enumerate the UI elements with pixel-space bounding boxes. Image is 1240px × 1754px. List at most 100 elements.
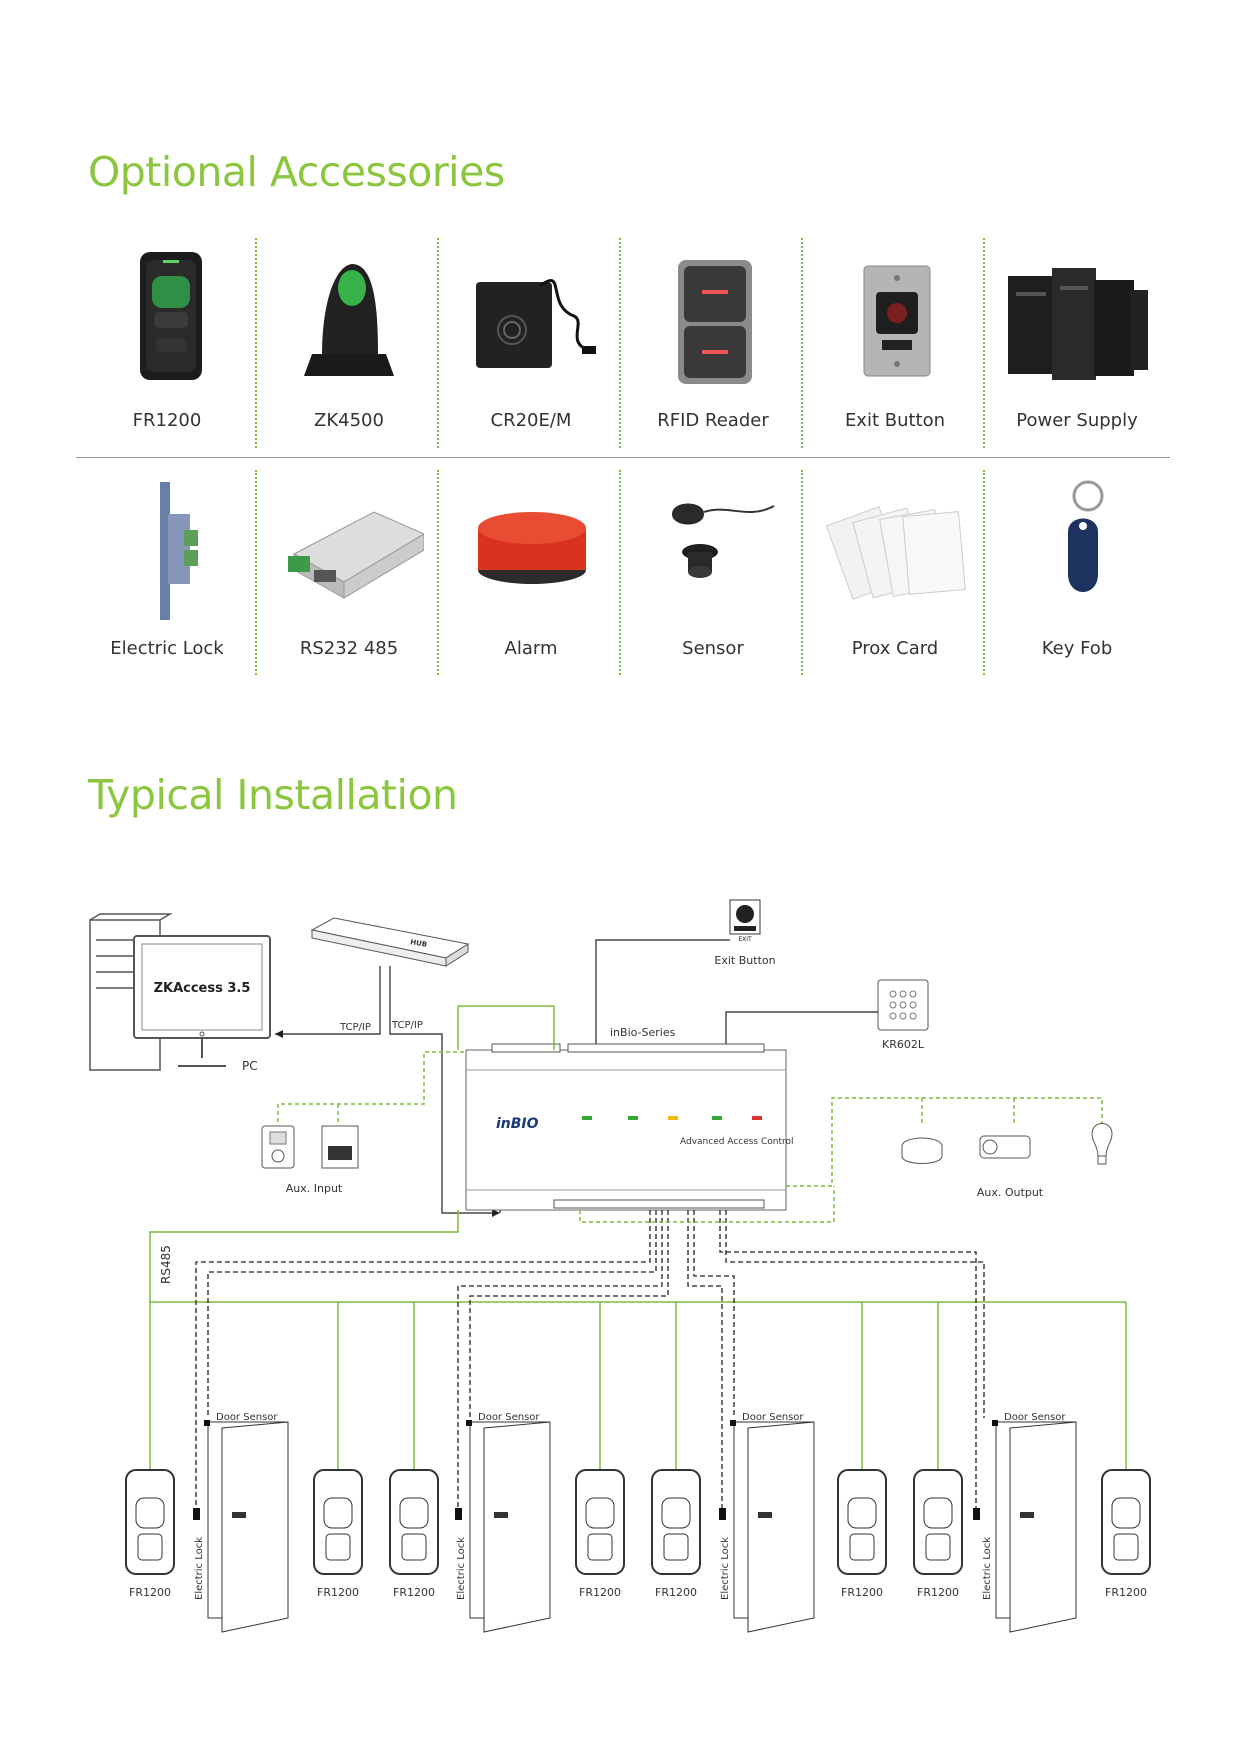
fingerprint-reader-diagram-icon <box>575 1469 625 1575</box>
door-sensor-label: Door Sensor <box>742 1412 804 1423</box>
pc-label: PC <box>242 1059 258 1073</box>
accessory-label: CR20E/M <box>490 410 572 431</box>
reader-label: FR1200 <box>917 1586 959 1599</box>
column-divider <box>801 238 803 448</box>
rs485-label: RS485 <box>159 1245 173 1284</box>
exit-button-label: Exit Button <box>714 954 775 967</box>
column-divider <box>437 238 439 448</box>
reader-label: FR1200 <box>841 1586 883 1599</box>
key-fob-icon <box>1068 480 1104 592</box>
accessory-item: CR20E/M <box>440 238 622 448</box>
accessory-item: Alarm <box>440 466 622 676</box>
rfid-reader-icon <box>678 260 752 384</box>
reader-label: FR1200 <box>317 1586 359 1599</box>
accessory-item: Power Supply <box>986 238 1168 448</box>
accessory-item: Electric Lock <box>76 466 258 676</box>
access-controller-icon <box>465 1043 787 1211</box>
installation-diagram: ZKAccess 3.5 PC HUB TCP/IP TCP/IP EXIT E… <box>89 899 1151 1633</box>
accessory-label: RFID Reader <box>657 410 769 431</box>
accessory-item: ZK4500 <box>258 238 440 448</box>
reader-label: FR1200 <box>655 1586 697 1599</box>
controller-series-label: inBio-Series <box>610 1026 676 1039</box>
accessory-label: ZK4500 <box>314 410 384 431</box>
exit-button-icon <box>863 265 931 377</box>
electric-lock-label: Electric Lock <box>982 1537 993 1600</box>
reader-label: FR1200 <box>393 1586 435 1599</box>
controller-logo: inBIO <box>496 1116 539 1132</box>
accessory-label: Electric Lock <box>110 638 224 659</box>
accessory-label: Alarm <box>504 638 558 659</box>
accessory-label: Prox Card <box>851 638 939 659</box>
door-sensor-label: Door Sensor <box>1004 1412 1066 1423</box>
door-sensor-label: Door Sensor <box>216 1412 278 1423</box>
fingerprint-reader-diagram-icon <box>651 1469 701 1575</box>
fingerprint-reader-diagram-icon <box>837 1469 887 1575</box>
accessory-item: Sensor <box>622 466 804 676</box>
usb-fingerprint-scanner-icon <box>304 264 394 376</box>
switch-brand-label: HUB <box>410 938 428 949</box>
network-switch-icon: HUB <box>310 917 470 967</box>
accessory-label: RS232 485 <box>299 638 399 659</box>
row-divider <box>76 457 1170 458</box>
keypad-label: KR602L <box>882 1038 925 1051</box>
alarm-icon <box>478 512 586 584</box>
fingerprint-reader-diagram-icon <box>125 1469 175 1575</box>
electric-lock-label: Electric Lock <box>720 1537 731 1600</box>
aux-output-label: Aux. Output <box>977 1186 1044 1199</box>
fingerprint-reader-diagram-icon <box>313 1469 363 1575</box>
software-label: ZKAccess 3.5 <box>154 981 251 996</box>
tcpip-label: TCP/IP <box>339 1022 371 1033</box>
electric-lock-label: Electric Lock <box>456 1537 467 1600</box>
door-icon <box>992 1420 1077 1633</box>
fingerprint-reader-icon <box>140 252 202 380</box>
accessory-label: FR1200 <box>132 410 202 431</box>
keypad-icon <box>877 979 929 1031</box>
exit-button-diagram-icon: EXIT <box>729 899 761 943</box>
door-icon <box>466 1420 551 1633</box>
accessory-item: RS232 485 <box>258 466 440 676</box>
door-sensor-label: Door Sensor <box>478 1412 540 1423</box>
column-divider <box>801 470 803 675</box>
converter-icon <box>288 511 424 599</box>
prox-card-icon <box>825 506 966 600</box>
door-icon <box>204 1420 289 1633</box>
accessory-item: RFID Reader <box>622 238 804 448</box>
electric-lock-label: Electric Lock <box>194 1537 205 1600</box>
accessory-item: Exit Button <box>804 238 986 448</box>
column-divider <box>619 238 621 448</box>
usb-card-reader-icon <box>476 279 596 368</box>
typical-installation-title: Typical Installation <box>88 771 458 819</box>
reader-label: FR1200 <box>129 1586 171 1599</box>
column-divider <box>619 470 621 675</box>
power-supply-icon <box>1008 268 1148 380</box>
sensor-icon <box>672 503 775 578</box>
aux-input-devices-icon <box>261 1125 359 1169</box>
optional-accessories-title: Optional Accessories <box>88 148 505 196</box>
column-divider <box>255 238 257 448</box>
accessory-item: FR1200 <box>76 238 258 448</box>
fingerprint-reader-diagram-icon <box>389 1469 439 1575</box>
accessories-grid: FR1200 ZK4500 CR20E/M RFID Reader <box>76 238 1170 678</box>
exit-sign-label: EXIT <box>738 936 752 943</box>
accessory-item: Prox Card <box>804 466 986 676</box>
pc-monitor-icon <box>133 935 271 1067</box>
electric-lock-icon <box>160 482 198 620</box>
aux-input-label: Aux. Input <box>286 1182 343 1195</box>
reader-label: FR1200 <box>579 1586 621 1599</box>
reader-label: FR1200 <box>1105 1586 1147 1599</box>
tcpip-label: TCP/IP <box>391 1020 423 1031</box>
fingerprint-reader-diagram-icon <box>1101 1469 1151 1575</box>
accessory-label: Sensor <box>682 638 744 659</box>
column-divider <box>255 470 257 675</box>
accessory-label: Exit Button <box>844 410 946 431</box>
accessory-label: Key Fob <box>1041 638 1113 659</box>
accessory-item: Key Fob <box>986 466 1168 676</box>
controller-caption: Advanced Access Control <box>680 1137 794 1147</box>
door-icon <box>730 1420 815 1633</box>
column-divider <box>983 238 985 448</box>
column-divider <box>983 470 985 675</box>
fingerprint-reader-diagram-icon <box>913 1469 963 1575</box>
accessory-label: Power Supply <box>1016 410 1138 431</box>
column-divider <box>437 470 439 675</box>
aux-output-devices-icon <box>901 1123 1113 1165</box>
